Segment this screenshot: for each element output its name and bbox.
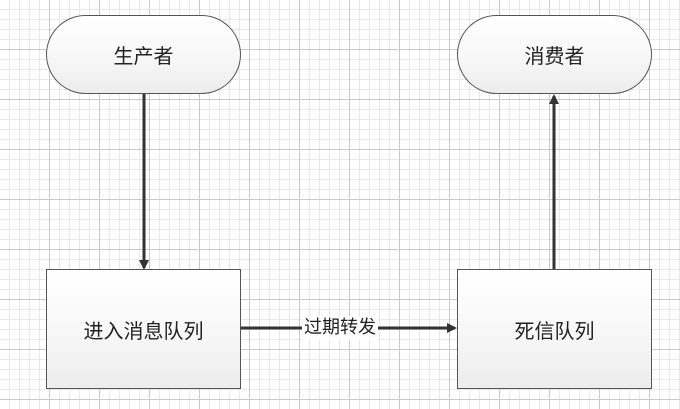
producer-node[interactable]: 生产者 xyxy=(46,15,241,94)
expire-forward-label: 过期转发 xyxy=(302,316,378,340)
message-queue-node[interactable]: 进入消息队列 xyxy=(46,269,241,389)
dead-letter-queue-node[interactable]: 死信队列 xyxy=(457,269,652,389)
consumer-label: 消费者 xyxy=(524,44,585,68)
producer-label: 生产者 xyxy=(113,44,174,68)
message-queue-label: 进入消息队列 xyxy=(83,318,204,343)
dead-letter-queue-label: 死信队列 xyxy=(514,318,595,343)
consumer-node[interactable]: 消费者 xyxy=(457,15,652,94)
